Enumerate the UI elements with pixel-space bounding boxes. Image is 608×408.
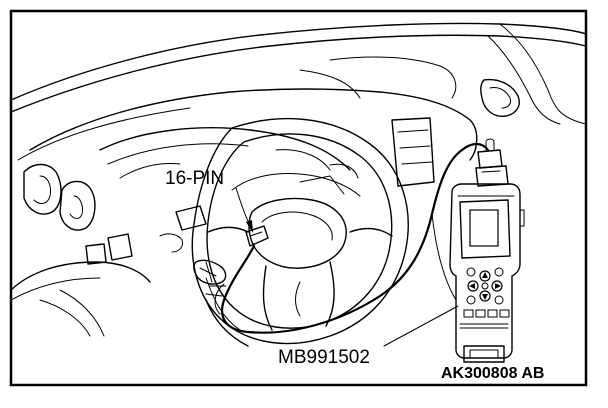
scan-tool-mb991502	[449, 138, 525, 363]
nav-buttons	[466, 267, 504, 305]
function-keys	[463, 309, 510, 318]
label-mb991502: MB991502	[278, 347, 370, 368]
leader-line-mb991502	[383, 305, 459, 347]
steering-wheel	[191, 117, 409, 347]
scan-tool-cable	[205, 142, 490, 334]
leader-line-16pin	[235, 187, 253, 233]
diagnostic-connector	[193, 225, 269, 285]
figure-border	[9, 9, 588, 387]
label-16-pin: 16-PIN	[165, 168, 224, 189]
dashboard	[10, 22, 587, 337]
figure-code: AK300808 AB	[441, 365, 544, 382]
